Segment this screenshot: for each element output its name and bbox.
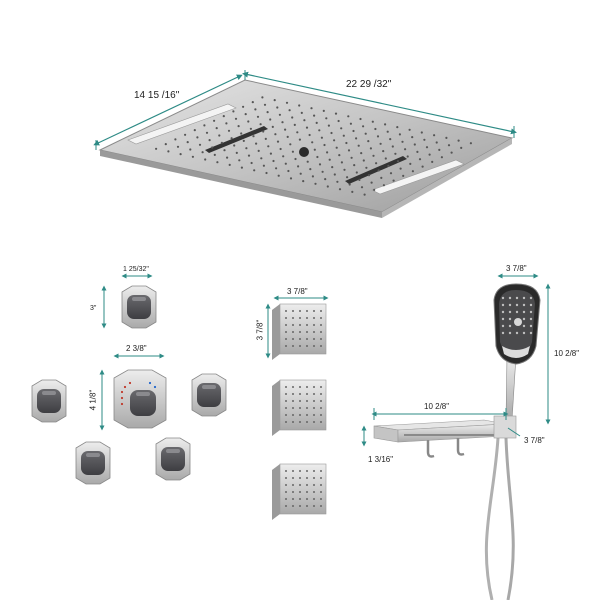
hand-shower-height-label: 10 2/8" [554,349,580,358]
handle-valve-dimensions [101,273,153,329]
handle-valve-height-label: 3" [90,305,97,312]
panel-depth-label: 14 15 /16" [134,90,180,101]
handle-valve-width-label: 1 25/32" [123,266,149,273]
body-jet-2 [272,379,327,436]
body-jet-1 [272,303,327,360]
hand-shower-width-label: 3 7/8" [506,264,527,273]
hand-shower [493,283,541,435]
thermostatic-valve-width-label: 2 3/8" [126,344,147,353]
thermostatic-valve [113,369,167,429]
body-jet-dimensions [265,295,329,359]
panel-width-label: 22 29 /32" [346,79,392,90]
shower-hose [484,437,515,600]
thermostatic-valve-dimensions [99,353,165,431]
handle-valve-top [121,285,157,329]
shelf-height-label: 1 3/16" [368,455,394,464]
body-jet-width-label: 3 7/8" [287,287,308,296]
body-jet-3 [272,463,327,520]
handle-valve-right [191,373,227,417]
handle-valve-bottom-right [155,437,191,481]
panel-depth-dimension [93,74,243,150]
shower-shelf [373,415,517,458]
handle-valve-bottom-left [75,441,111,485]
panel-width-dimension [242,70,517,138]
body-jet-height-label: 3 7/8" [255,319,265,341]
shelf-width-label: 10 2/8" [424,402,450,411]
hand-shower-dimensions [361,273,551,447]
shelf-depth-label: 3 7/8" [524,436,545,445]
thermostatic-valve-height-label: 4 1/8" [88,389,98,411]
handle-valve-left [31,379,67,423]
